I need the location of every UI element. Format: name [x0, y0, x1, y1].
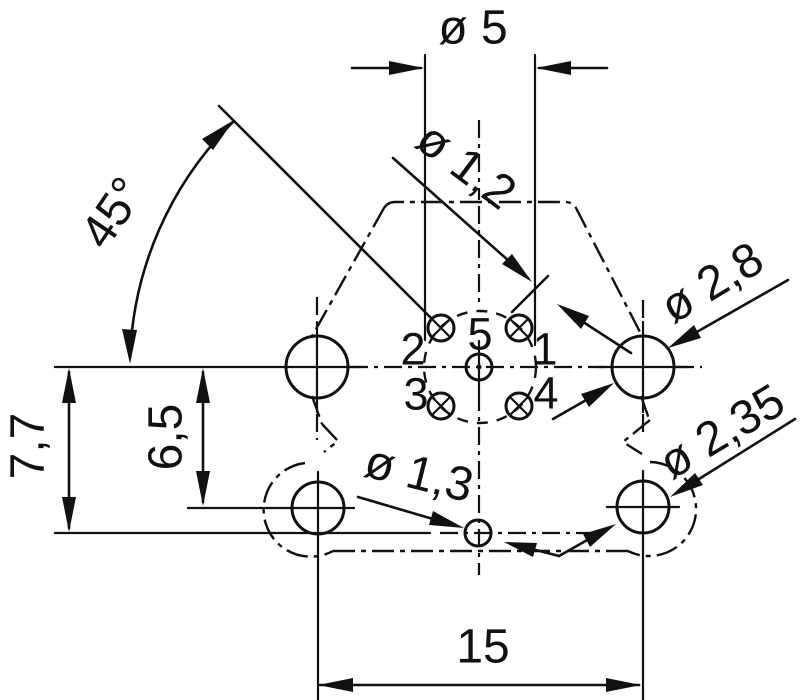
angle-arc-arrow-top [202, 120, 234, 150]
callout-1-3-arrow [429, 511, 464, 528]
dim-pitch-diameter-label: ø 5 [438, 2, 507, 55]
callout-1-2-arrow [502, 254, 532, 282]
callout-1-3-label: ø 1,3 [360, 435, 479, 513]
contact-hole-4-x2 [508, 395, 530, 417]
dim-6-5-arrow-top [196, 368, 210, 403]
callout-1-2-leader [391, 156, 530, 280]
outline-right-slant [574, 207, 643, 335]
dim-height-7-7: 7,7 [2, 368, 432, 535]
pin-5-label: 5 [467, 309, 492, 360]
callout-2-8-leader [693, 278, 790, 335]
callout-2-35-leader [697, 417, 797, 481]
callout-2-35-arrow [670, 473, 703, 497]
callout-2-8-label: ø 2,8 [651, 232, 772, 334]
angle-reference-line-45 [217, 104, 433, 320]
outline-top-edge [383, 200, 578, 209]
callout-contact-hole-diameter: ø 1,2 [391, 112, 633, 421]
contact-hole-5-center-dot [476, 364, 482, 370]
outline-right-notch [620, 419, 651, 456]
dim-6-5-arrow-bottom [196, 471, 210, 506]
outline-left-slant [309, 207, 386, 339]
outline-left-notch [321, 423, 340, 453]
contact-holes: 1 2 3 4 5 [400, 309, 559, 425]
hole-4-counter-leader [551, 397, 590, 421]
contact-hole-1-x2 [508, 317, 530, 339]
hole-1-diagonal-tick [510, 274, 550, 314]
dim-contact-angle-label: 45° [71, 168, 156, 258]
lower-right-counter-leader [557, 537, 591, 558]
pin-4-label: 4 [533, 368, 558, 419]
pitch-circle [422, 309, 538, 425]
contact-hole-2-circle [426, 313, 456, 343]
dim-height-6-5: 6,5 [140, 368, 210, 506]
callout-1-3-leader [356, 495, 435, 521]
callout-lower-mounting-hole: ø 2,35 [650, 374, 797, 497]
callout-upper-mounting-hole: ø 2,8 [651, 232, 790, 348]
pin-3-label: 3 [403, 369, 428, 420]
hole-1-counter-arrow [557, 304, 589, 329]
hole-1-counter-leader [578, 318, 633, 355]
dim-7-7-arrow-bottom [62, 497, 76, 532]
contact-hole-3-x2 [430, 395, 452, 417]
dim-pitch-arrow-right [536, 61, 571, 75]
dim-contact-angle: 45° [71, 104, 433, 364]
callout-locating-hole: ø 1,3 [356, 435, 616, 558]
hole-4-counter-arrow [581, 383, 614, 407]
callout-2-8-arrow [668, 325, 701, 348]
dim-7-7-arrow-top [62, 368, 76, 403]
outline-left-lobe-arc [262, 461, 334, 558]
angle-arc [128, 120, 235, 360]
locating-counter-arrow [504, 542, 537, 557]
contact-hole-4-circle [504, 391, 534, 421]
locating-counter-leader [530, 547, 561, 558]
dim-15-arrow-left [318, 678, 353, 692]
outline-right-lobe-arc [627, 460, 698, 558]
dim-15-label: 15 [456, 621, 509, 674]
contact-hole-4 [504, 391, 534, 421]
mounting-holes [53, 320, 690, 700]
pin-2-label: 2 [400, 324, 425, 375]
dim-6-5-label: 6,5 [140, 404, 193, 471]
contact-hole-3-circle [426, 391, 456, 421]
pin-1-label: 1 [532, 324, 557, 375]
contact-hole-2 [426, 313, 456, 343]
housing-outline [262, 200, 698, 558]
dim-spacing-15: 15 [318, 621, 641, 692]
contact-hole-1-circle [504, 313, 534, 343]
dim-pitch-arrow-left [389, 61, 424, 75]
contact-hole-1 [504, 313, 534, 343]
dim-7-7-label: 7,7 [2, 413, 55, 480]
locating-hole [463, 518, 493, 548]
contact-hole-2-x2 [430, 317, 452, 339]
dim-pitch-diameter: ø 5 [350, 2, 609, 347]
contact-hole-3 [426, 391, 456, 421]
dim-15-arrow-right [606, 678, 641, 692]
angle-arc-arrow-bottom [122, 329, 137, 364]
lower-right-counter-arrow [583, 524, 616, 547]
